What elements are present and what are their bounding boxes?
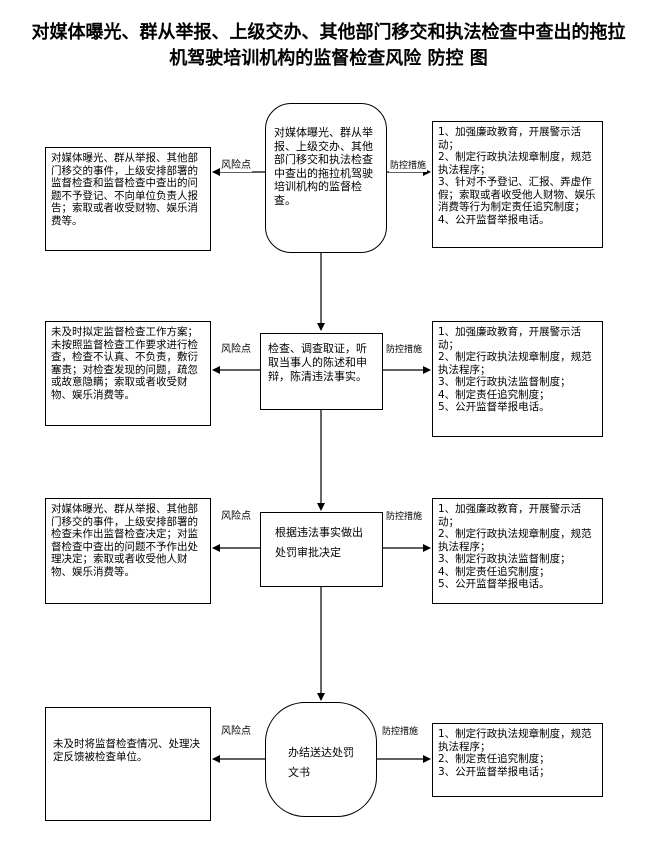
control-box-1: 1、加强廉政教育，开展警示活动； 2、制定行政执法规章制度，规范执法程序； 3、… — [432, 121, 603, 248]
risk-box-3: 对媒体曝光、群从举报、其他部门移交的事件，上级安排部署的检查未作出监督检查决定；… — [45, 498, 211, 604]
diagram-title-line2: 机驾驶培训机构的监督检查风险 防控 图 — [169, 48, 488, 69]
process-step-3: 根据违法事实做出处罚审批决定 — [260, 512, 383, 587]
process-step-1: 对媒体曝光、群从举报、上级交办、其他部门移交和执法检查中查出的拖拉机驾驶培训机构… — [265, 103, 387, 253]
diagram-title-line1: 对媒体曝光、群从举报、上级交办、其他部门移交和执法检查中查出的拖拉 — [31, 22, 626, 43]
process-step-4: 办结送达处罚文书 — [265, 702, 377, 817]
risk-label-3: 风险点 — [220, 511, 252, 523]
control-box-3: 1、加强廉政教育，开展警示活动； 2、制定行政执法规章制度，规范执法程序； 3、… — [432, 498, 603, 604]
risk-box-4: 未及时将监督检查情况、处理决定反馈被检查单位。 — [45, 707, 211, 821]
risk-label-2: 风险点 — [220, 344, 252, 356]
control-label-3: 防控措施 — [385, 511, 424, 523]
control-box-4: 1、制定行政执法规章制度，规范执法程序； 2、制定责任追究制度； 3、公开监督举… — [432, 723, 603, 797]
risk-box-1: 对媒体曝光、群从举报、其他部门移交的事件，上级安排部署的监督检查和监督检查中查出… — [45, 147, 211, 251]
risk-label-4: 风险点 — [220, 726, 252, 738]
risk-box-2: 未及时拟定监督检查工作方案；未按照监督检查工作要求进行检查，检查不认真、不负责，… — [45, 321, 211, 426]
control-box-2: 1、加强廉政教育，开展警示活动； 2、制定行政执法规章制度，规范执法程序； 3、… — [432, 321, 603, 437]
control-label-1: 防控措施 — [389, 160, 428, 172]
process-step-2: 检查、调查取证，听取当事人的陈述和申辩，陈清违法事实。 — [260, 333, 383, 410]
risk-label-1: 风险点 — [220, 160, 252, 172]
control-label-2: 防控措施 — [385, 344, 424, 356]
control-label-4: 防控措施 — [381, 726, 420, 738]
